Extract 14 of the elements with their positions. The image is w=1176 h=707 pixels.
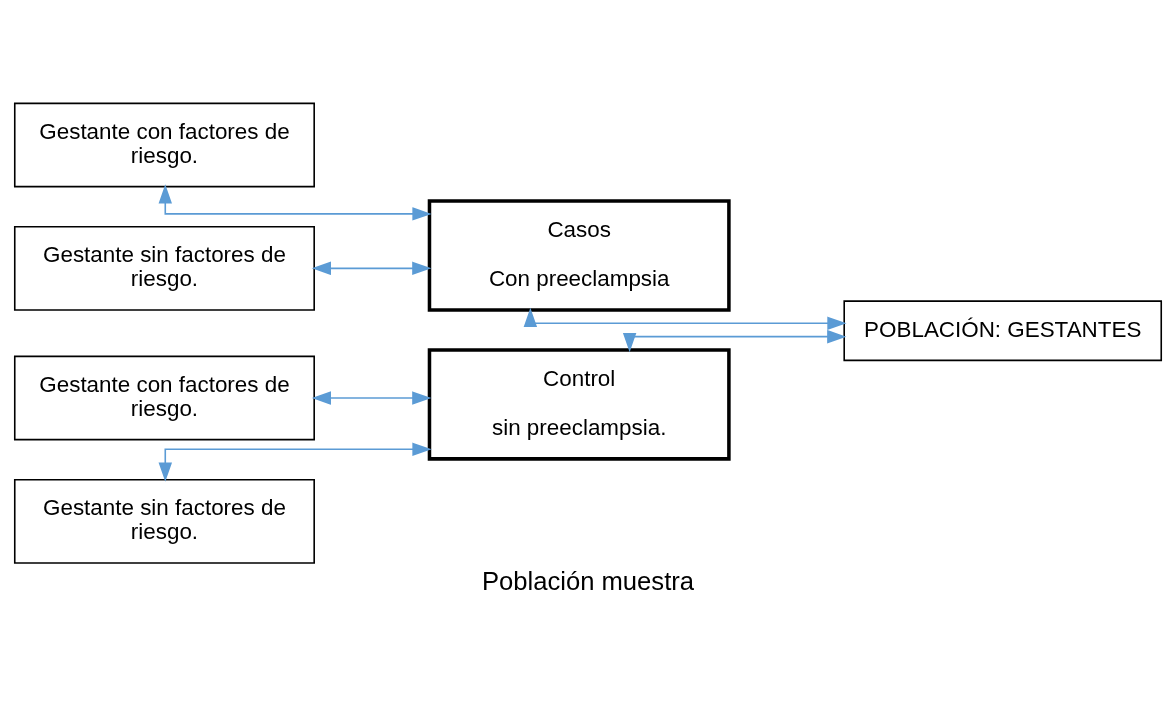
arrow xyxy=(158,442,432,482)
arrow xyxy=(622,329,847,352)
node-box: Gestante con factores de riesgo. xyxy=(13,355,315,440)
arrow xyxy=(158,183,432,221)
arrow xyxy=(311,261,432,275)
arrow xyxy=(523,307,847,330)
node-box: POBLACIÓN: GESTANTES xyxy=(843,299,1163,361)
node-box: Control sin preeclampsia. xyxy=(427,347,731,461)
node-box: Casos Con preeclampsia xyxy=(427,198,731,312)
node-box: Gestante sin factores de riesgo. xyxy=(13,478,315,564)
node-box: Gestante sin factores de riesgo. xyxy=(13,225,315,311)
node-box: Gestante con factores de riesgo. xyxy=(13,102,315,187)
caption: Población muestra xyxy=(481,566,695,595)
arrow xyxy=(311,390,432,405)
